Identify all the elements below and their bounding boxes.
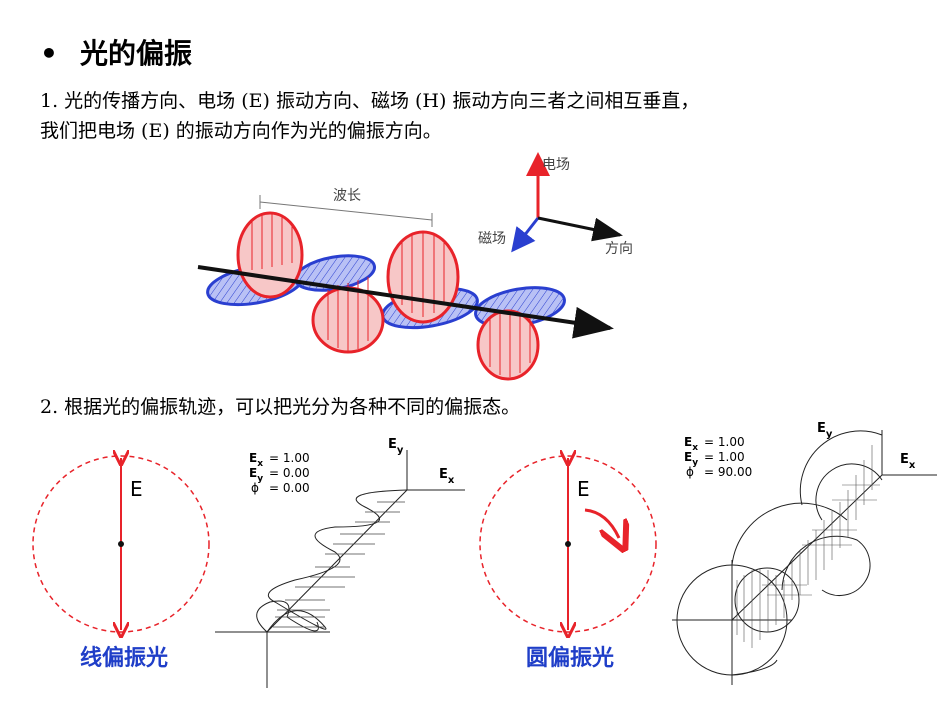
circular-polarization-caption: 圆偏振光 bbox=[526, 646, 615, 671]
linear-polarization-circle: E bbox=[32, 450, 210, 640]
paragraph-1-line-1: 1. 光的传播方向、电场 (E) 振动方向、磁场 (H) 振动方向三者之间相互垂… bbox=[40, 90, 700, 112]
circular-field-label: E bbox=[577, 477, 590, 501]
linear-polarization-plot: Ex = 1.00 Ey = 0.00 ϕ = 0.00 Ey Ex bbox=[215, 437, 465, 688]
svg-text:ϕ: ϕ bbox=[686, 465, 694, 479]
svg-text:Ex: Ex bbox=[439, 467, 455, 486]
em-wave-figure: 波长 电场 磁场 方向 bbox=[197, 152, 633, 381]
magnetic-axis-label: 磁场 bbox=[478, 231, 506, 247]
circular-axis-ex: E bbox=[900, 452, 909, 467]
title-text: 光的偏振 bbox=[80, 37, 193, 70]
paragraph-2-line-1: 2. 根据光的偏振轨迹，可以把光分为各种不同的偏振态。 bbox=[40, 396, 521, 418]
linear-axis-ex: E bbox=[439, 467, 448, 482]
linear-axis-ey: E bbox=[388, 437, 397, 452]
axis-triad bbox=[511, 152, 623, 253]
linear-field-label: E bbox=[130, 477, 143, 501]
linear-ey-value: = 0.00 bbox=[269, 466, 310, 480]
svg-text:Ex: Ex bbox=[900, 452, 916, 471]
title-bullet: • bbox=[40, 37, 58, 70]
circular-phi-value: = 90.00 bbox=[704, 465, 752, 479]
svg-text:Ey: Ey bbox=[388, 437, 404, 456]
circular-polarization-plot: Ex = 1.00 Ey = 1.00 ϕ = 90.00 Ey Ex bbox=[672, 421, 937, 685]
circular-axis-ey: E bbox=[817, 421, 826, 436]
electric-axis-label: 电场 bbox=[542, 157, 570, 173]
direction-axis-label: 方向 bbox=[605, 241, 633, 257]
propagation-axis bbox=[197, 265, 614, 339]
svg-text:ϕ: ϕ bbox=[251, 481, 259, 495]
rotation-arrow bbox=[584, 508, 619, 538]
circular-polarization-circle: E bbox=[479, 450, 657, 640]
paragraph-1: 1. 光的传播方向、电场 (E) 振动方向、磁场 (H) 振动方向三者之间相互垂… bbox=[40, 86, 699, 146]
linear-ex-value: = 1.00 bbox=[269, 451, 310, 465]
paragraph-2: 2. 根据光的偏振轨迹，可以把光分为各种不同的偏振态。 bbox=[40, 392, 520, 422]
wavelength-label: 波长 bbox=[333, 188, 361, 204]
paragraph-1-line-2: 我们把电场 (E) 的振动方向作为光的偏振方向。 bbox=[40, 120, 442, 142]
circular-ex-value: = 1.00 bbox=[704, 435, 745, 449]
linear-polarization-caption: 线偏振光 bbox=[80, 646, 169, 671]
wavelength-marker bbox=[259, 195, 433, 227]
svg-text:Ey: Ey bbox=[817, 421, 833, 440]
linear-phi-value: = 0.00 bbox=[269, 481, 310, 495]
page-title: • 光的偏振 bbox=[40, 32, 192, 72]
circular-ey-value: = 1.00 bbox=[704, 450, 745, 464]
